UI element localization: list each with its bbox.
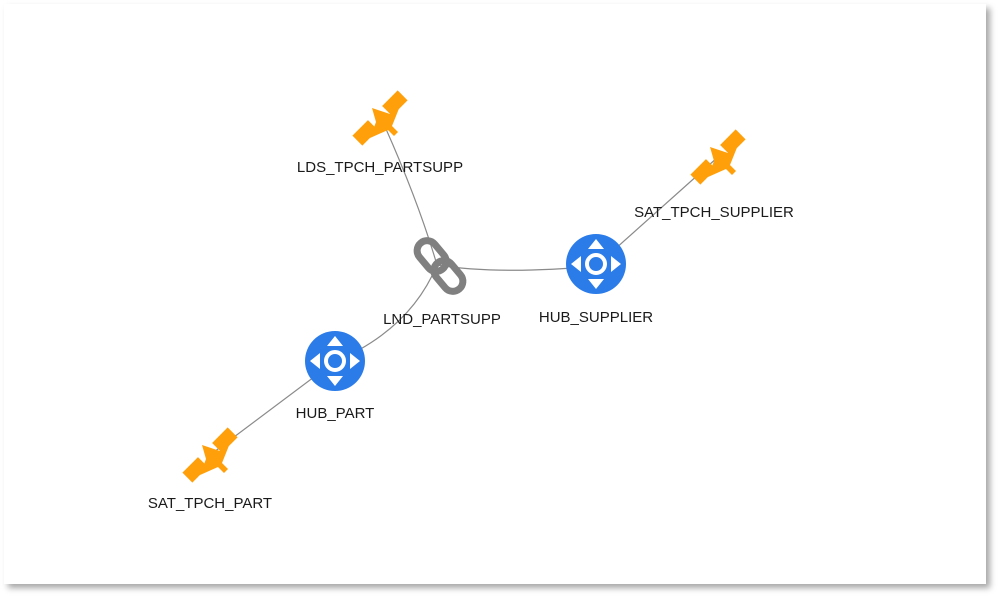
node-lnd-partsupp[interactable]: LND_PARTSUPP xyxy=(383,237,501,328)
node-label: HUB_PART xyxy=(296,405,375,422)
node-hub-part[interactable]: HUB_PART xyxy=(296,329,375,422)
node-hub-supplier[interactable]: HUB_SUPPLIER xyxy=(539,232,653,326)
node-sat-tpch-part[interactable]: SAT_TPCH_PART xyxy=(148,427,272,512)
satellite-icon xyxy=(182,427,238,483)
node-label: LND_PARTSUPP xyxy=(383,311,501,328)
node-label: HUB_SUPPLIER xyxy=(539,309,653,326)
hub-arrows-icon xyxy=(564,232,628,296)
node-lds-tpch-partsupp[interactable]: LDS_TPCH_PARTSUPP xyxy=(297,90,463,176)
node-label: SAT_TPCH_PART xyxy=(148,495,272,512)
node-label: SAT_TPCH_SUPPLIER xyxy=(634,204,794,221)
edge-lds-to-link xyxy=(381,119,438,266)
node-sat-tpch-supplier[interactable]: SAT_TPCH_SUPPLIER xyxy=(634,129,794,221)
satellite-icon xyxy=(352,90,408,146)
satellite-icon xyxy=(690,129,746,185)
diagram-frame xyxy=(4,4,986,584)
hub-arrows-icon xyxy=(303,329,367,393)
node-label: LDS_TPCH_PARTSUPP xyxy=(297,159,463,176)
